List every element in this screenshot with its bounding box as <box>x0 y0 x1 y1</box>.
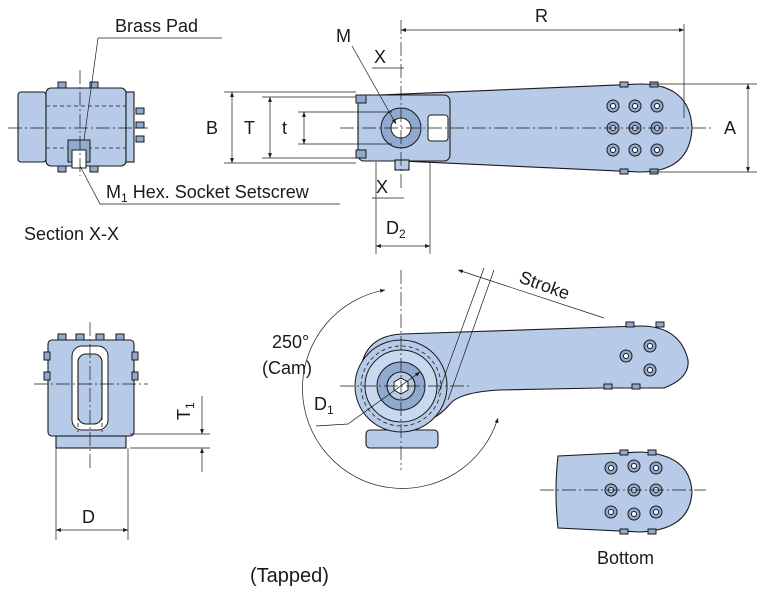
brass-pad-leader <box>83 37 99 141</box>
dim-d2-label: D2 <box>386 218 406 241</box>
dim-d1-leader <box>315 371 421 427</box>
brass-pad-label: Brass Pad <box>115 16 198 36</box>
cam-label: (Cam) <box>262 358 312 378</box>
top-view <box>340 20 712 190</box>
dim-b-label: B <box>206 118 218 138</box>
side-view <box>340 270 689 470</box>
section-x-x-view <box>8 70 148 176</box>
dim-m-leader <box>351 45 397 125</box>
stroke-arrow <box>457 269 605 319</box>
dim-d1-label: D1 <box>314 394 334 417</box>
dim-small-t-label: t <box>282 118 287 138</box>
tapped-caption: (Tapped) <box>250 565 329 587</box>
dim-r-label: R <box>535 6 548 26</box>
top-view-holes <box>606 99 664 157</box>
dim-t-label: T <box>244 118 255 138</box>
cam-angle-arc <box>302 288 499 489</box>
setscrew-leader <box>79 165 340 205</box>
dim-d-label: D <box>82 507 95 527</box>
setscrew-label: M1 Hex. Socket Setscrew <box>106 182 310 205</box>
dim-a-label: A <box>724 118 736 138</box>
bottom-view <box>540 449 706 535</box>
dim-m-label: M <box>336 26 351 46</box>
section-x-x-label: Section X-X <box>24 224 119 244</box>
cam-angle-label: 250° <box>272 332 309 352</box>
x-label-top: X <box>374 47 386 67</box>
x-label-bottom: X <box>376 177 388 197</box>
front-view <box>34 322 148 470</box>
stroke-label: Stroke <box>517 267 573 304</box>
dim-t1-label: T1 <box>174 402 197 420</box>
bottom-view-label: Bottom <box>597 548 654 568</box>
